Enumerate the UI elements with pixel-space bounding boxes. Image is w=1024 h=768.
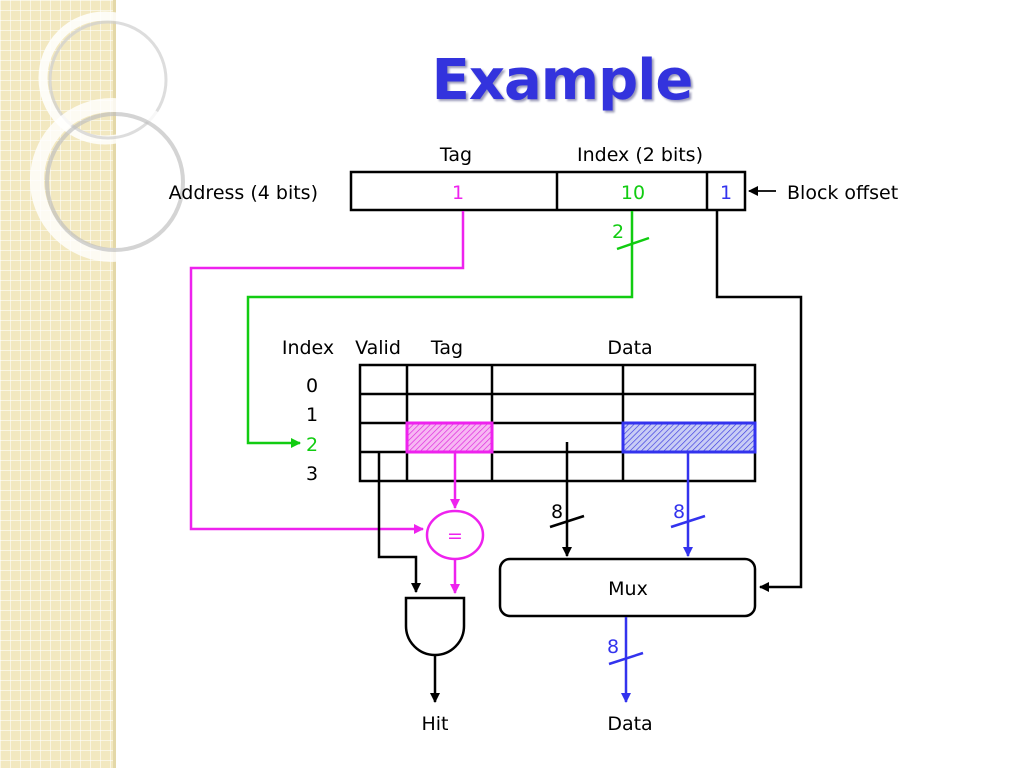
cache-header-index: Index xyxy=(282,337,334,359)
decorative-rings xyxy=(30,11,194,262)
address-tag-header: Tag xyxy=(439,144,472,166)
data-output-label: Data xyxy=(607,713,652,735)
mux-label: Mux xyxy=(608,578,648,600)
data-output-bus-tick xyxy=(608,651,644,666)
slide-title: Example xyxy=(431,48,694,113)
offset-wire xyxy=(715,211,803,592)
cache-row-label-selected: 2 xyxy=(306,434,318,456)
address-tag-value: 1 xyxy=(452,182,464,204)
data-output-bus-width: 8 xyxy=(607,636,619,658)
index-bus-width: 2 xyxy=(612,221,624,243)
index-bus-tick xyxy=(616,236,650,251)
mux-block xyxy=(498,557,757,618)
address-label: Address (4 bits) xyxy=(169,182,318,204)
cache-header-tag: Tag xyxy=(430,337,463,359)
cache-row-label: 3 xyxy=(306,463,318,485)
cache-row-label: 1 xyxy=(306,404,318,426)
address-index-value: 10 xyxy=(621,182,645,204)
block-offset-label: Block offset xyxy=(787,182,898,204)
cache-row-label: 0 xyxy=(306,375,318,397)
cache-header-data: Data xyxy=(607,337,652,359)
address-offset-value: 1 xyxy=(720,182,732,204)
address-register xyxy=(349,170,747,212)
tag-wire xyxy=(189,211,465,534)
slide-decoration-edge xyxy=(113,0,116,768)
index-wire xyxy=(246,211,634,448)
address-index-header: Index (2 bits) xyxy=(577,144,703,166)
data-word1-bus-tick xyxy=(670,514,706,529)
cache-header-valid: Valid xyxy=(355,337,401,359)
selected-data-cell xyxy=(621,421,757,454)
hit-label: Hit xyxy=(421,713,448,735)
selected-tag-cell xyxy=(405,421,494,454)
valid-wire xyxy=(377,452,421,593)
comparator-symbol: = xyxy=(447,525,463,547)
data-word0-bus-tick xyxy=(549,514,585,529)
data-word0-bus-width: 8 xyxy=(551,501,563,523)
data-word1-bus-width: 8 xyxy=(673,501,685,523)
and-gate xyxy=(404,596,466,657)
